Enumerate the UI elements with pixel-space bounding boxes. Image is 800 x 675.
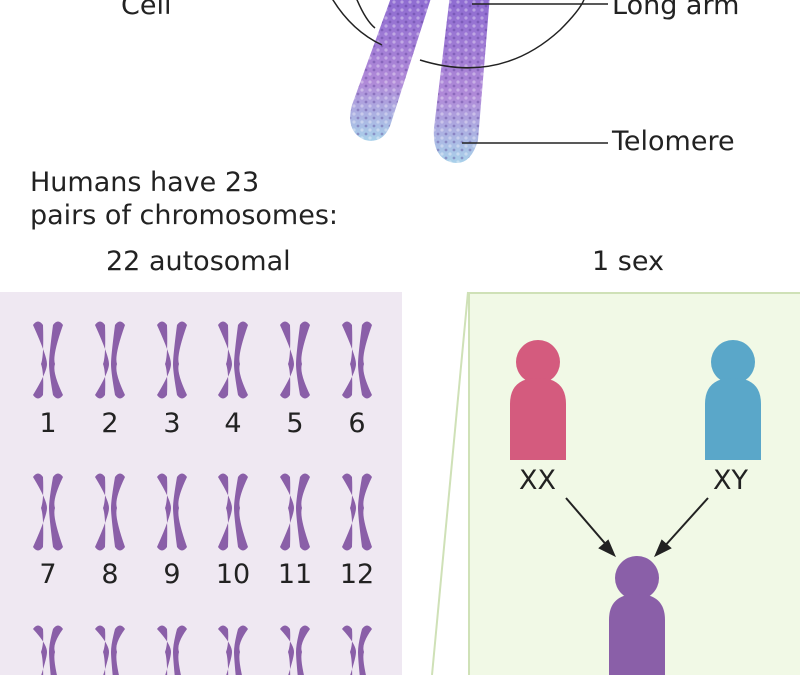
autosome-label: 3 [163,408,181,439]
large-chromosome [350,0,490,163]
autosome-chromosome [33,321,63,399]
autosome-chromosome [95,321,125,399]
autosome-chromosome [280,473,310,551]
autosome-label: 12 [339,559,375,590]
autosome-chromosome [157,625,187,675]
autosome-chromosome [95,473,125,551]
cell-label: Cell [121,0,172,21]
autosome-chromosome [95,625,125,675]
cell-pointer-line [332,0,383,46]
autosome-label: 10 [215,559,251,590]
autosome-chromosome [33,625,63,675]
autosome-label: 1 [39,408,57,439]
intro-line-1: Humans have 23 [30,167,260,198]
autosomal-panel [0,292,402,675]
autosome-chromosome [280,321,310,399]
female-genotype: XX [519,465,556,496]
male-figure [705,340,761,460]
male-genotype: XY [713,465,748,496]
intro-text: Humans have 23 pairs of chromosomes: [30,166,338,232]
autosome-chromosome [342,321,372,399]
autosome-label: 4 [224,408,242,439]
sex-heading: 1 sex [592,246,664,277]
autosome-label: 2 [101,408,119,439]
autosome-chromosomes [33,321,372,675]
autosome-chromosome [218,473,248,551]
autosome-chromosome [280,625,310,675]
autosome-label: 8 [101,559,119,590]
autosome-label: 7 [39,559,57,590]
autosome-chromosome [157,473,187,551]
autosome-chromosome [157,321,187,399]
telomere-label: Telomere [612,126,735,157]
autosome-chromosome [342,473,372,551]
autosome-chromosome [33,473,63,551]
autosome-chromosome [218,625,248,675]
long-arm-label: Long arm [612,0,740,21]
inheritance-arrows [565,497,709,558]
cell-circle-arc [419,0,585,69]
autosome-label: 9 [163,559,181,590]
autosome-label: 11 [277,559,313,590]
autosomal-heading: 22 autosomal [106,246,291,277]
female-figure [510,340,566,460]
autosome-chromosome [342,625,372,675]
intro-line-2: pairs of chromosomes: [30,200,339,231]
child-figure [609,556,665,675]
autosome-label: 5 [286,408,304,439]
autosome-label: 6 [348,408,366,439]
autosome-chromosome [218,321,248,399]
